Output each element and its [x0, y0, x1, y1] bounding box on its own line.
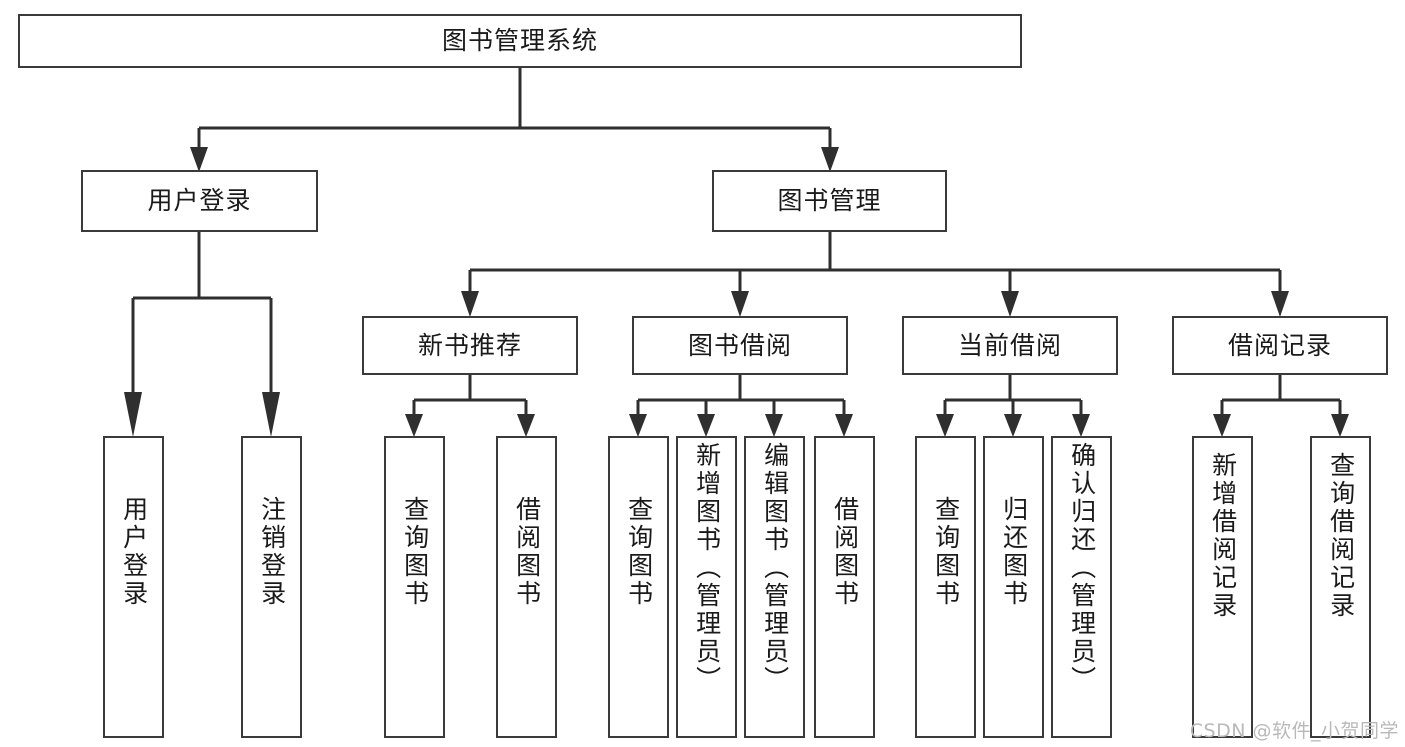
node-leaf-confirm-return-label: 确认归还（管理员）	[1067, 442, 1097, 694]
node-leaf-return-book-label: 归还图书	[999, 496, 1029, 608]
node-leaf-user-login[interactable]: 用户登录	[103, 436, 164, 738]
arrow-icon-book-manage	[821, 147, 839, 172]
node-root-label: 图书管理系统	[441, 26, 598, 56]
node-leaf-query-record[interactable]: 查询借阅记录	[1310, 436, 1371, 738]
node-leaf-edit-book-label: 编辑图书（管理员）	[760, 442, 790, 694]
node-book-borrow-label: 图书借阅	[687, 330, 792, 360]
arrow-icon-borrow-record	[1271, 291, 1289, 317]
node-leaf-borrow-book-2[interactable]: 借阅图书	[814, 436, 875, 738]
arrow-icon-leaf-logout	[262, 392, 280, 437]
node-leaf-logout-label: 注销登录	[257, 496, 287, 608]
node-leaf-query-book-1-label: 查询图书	[400, 496, 430, 608]
arrow-icon-leaf-query-record	[1331, 414, 1349, 437]
node-borrow-record[interactable]: 借阅记录	[1172, 316, 1388, 375]
node-user-login[interactable]: 用户登录	[81, 170, 318, 232]
arrow-icon-new-book-rec	[461, 291, 479, 317]
node-leaf-borrow-book-1-label: 借阅图书	[512, 496, 542, 608]
node-current-borrow-label: 当前借阅	[957, 330, 1062, 360]
node-leaf-query-book-2-label: 查询图书	[624, 496, 654, 608]
arrow-icon-leaf-query-book-3	[936, 414, 954, 437]
arrow-icon-leaf-edit-book	[765, 414, 783, 437]
node-book-manage[interactable]: 图书管理	[712, 170, 947, 232]
node-leaf-query-book-3-label: 查询图书	[931, 496, 961, 608]
arrow-icon-leaf-user-login	[124, 392, 142, 437]
arrow-icon-leaf-query-book-1	[405, 414, 423, 437]
arrow-icon-current-borrow	[1001, 291, 1019, 317]
arrow-icon-leaf-borrow-book-1	[517, 414, 535, 437]
node-leaf-edit-book[interactable]: 编辑图书（管理员）	[744, 436, 805, 738]
node-leaf-confirm-return[interactable]: 确认归还（管理员）	[1051, 436, 1112, 738]
node-root[interactable]: 图书管理系统	[18, 14, 1022, 68]
arrow-icon-leaf-add-record	[1213, 414, 1231, 437]
arrow-icon-leaf-add-book	[697, 414, 715, 437]
node-leaf-borrow-book-1[interactable]: 借阅图书	[496, 436, 557, 738]
node-leaf-query-record-label: 查询借阅记录	[1326, 452, 1356, 620]
node-leaf-add-record-label: 新增借阅记录	[1208, 452, 1238, 620]
arrow-icon-leaf-confirm-return	[1072, 414, 1090, 437]
arrow-icon-leaf-return-book	[1004, 414, 1022, 437]
node-leaf-logout[interactable]: 注销登录	[241, 436, 302, 738]
node-borrow-record-label: 借阅记录	[1227, 330, 1332, 360]
node-leaf-add-record[interactable]: 新增借阅记录	[1192, 436, 1253, 738]
node-new-book-rec-label: 新书推荐	[417, 330, 522, 360]
node-leaf-query-book-2[interactable]: 查询图书	[608, 436, 669, 738]
arrow-icon-book-borrow	[731, 291, 749, 317]
node-leaf-add-book-label: 新增图书（管理员）	[692, 442, 722, 694]
arrow-icon-leaf-borrow-book-2	[835, 414, 853, 437]
node-user-login-label: 用户登录	[147, 186, 252, 216]
node-leaf-query-book-1[interactable]: 查询图书	[384, 436, 445, 738]
watermark-text: CSDN @软件_小贺同学	[1189, 720, 1399, 742]
node-leaf-return-book[interactable]: 归还图书	[983, 436, 1044, 738]
arrow-icon-leaf-query-book-2	[629, 414, 647, 437]
node-leaf-query-book-3[interactable]: 查询图书	[915, 436, 976, 738]
node-new-book-rec[interactable]: 新书推荐	[362, 316, 578, 375]
node-book-borrow[interactable]: 图书借阅	[632, 316, 848, 375]
node-leaf-user-login-label: 用户登录	[119, 496, 149, 608]
node-leaf-add-book[interactable]: 新增图书（管理员）	[676, 436, 737, 738]
arrow-icon-user-login	[190, 147, 208, 172]
node-book-manage-label: 图书管理	[777, 186, 882, 216]
node-leaf-borrow-book-2-label: 借阅图书	[830, 496, 860, 608]
node-current-borrow[interactable]: 当前借阅	[902, 316, 1118, 375]
